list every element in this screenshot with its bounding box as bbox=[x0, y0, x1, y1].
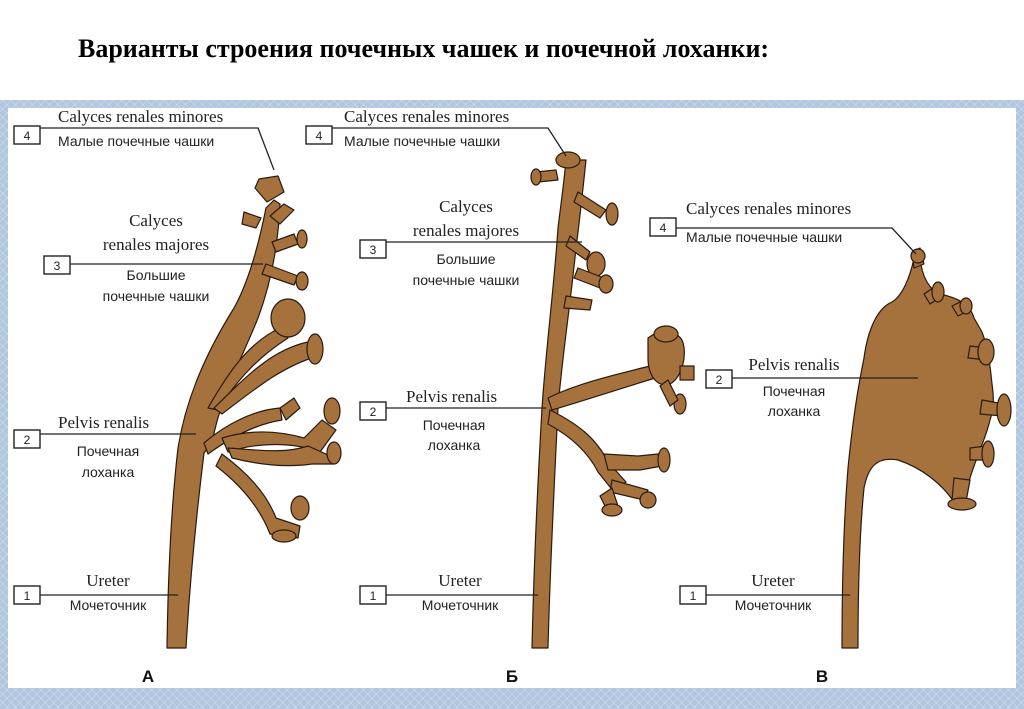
svg-text:2: 2 bbox=[24, 433, 31, 447]
label-box-c-4 bbox=[649, 217, 677, 237]
label-box-c-1 bbox=[679, 585, 707, 605]
label-a-1-latin: Ureter bbox=[86, 571, 130, 590]
leader-c-4 bbox=[676, 227, 917, 255]
label-c-2-russian-2: лоханка bbox=[768, 403, 821, 419]
label-box-a-3 bbox=[43, 255, 71, 275]
variant-a: 4 Calyces renales minores Малые почечные… bbox=[13, 107, 342, 686]
label-b-2-russian-1: Почечная bbox=[423, 417, 486, 433]
variant-b: 4 Calyces renales minores Малые почечные… bbox=[305, 107, 695, 686]
label-a-2-russian-2: лоханка bbox=[82, 464, 135, 480]
label-box-a-4 bbox=[13, 125, 41, 145]
label-box-b-3 bbox=[359, 239, 387, 259]
label-b-4-latin: Calyces renales minores bbox=[344, 108, 509, 126]
label-b-1-russian: Мочеточник bbox=[422, 597, 499, 613]
svg-text:4: 4 bbox=[316, 129, 323, 143]
svg-text:1: 1 bbox=[24, 589, 31, 603]
svg-text:3: 3 bbox=[370, 243, 377, 257]
svg-text:2: 2 bbox=[716, 373, 723, 387]
panel-letter-c: В bbox=[816, 667, 828, 686]
label-box-a-1 bbox=[13, 585, 41, 605]
variant-b-structure bbox=[530, 151, 695, 649]
label-c-1-latin: Ureter bbox=[751, 571, 795, 590]
variant-b-leaders bbox=[328, 127, 582, 596]
label-a-3-latin-1: Calyces bbox=[129, 211, 183, 230]
variant-c: 4 Calyces renales minores Малые почечные… bbox=[649, 199, 1012, 686]
label-box-a-2 bbox=[13, 429, 41, 449]
label-a-3-latin-2: renales majores bbox=[103, 235, 209, 254]
label-b-3-latin-1: Calyces bbox=[439, 197, 493, 216]
diagram-panel: 4 Calyces renales minores Малые почечные… bbox=[8, 107, 1016, 688]
label-a-2-latin: Pelvis renalis bbox=[58, 413, 149, 432]
label-c-2-russian-1: Почечная bbox=[763, 383, 826, 399]
label-c-2-latin: Pelvis renalis bbox=[748, 355, 839, 374]
label-a-1-russian: Мочеточник bbox=[70, 597, 147, 613]
svg-text:4: 4 bbox=[660, 221, 667, 235]
panel-letter-b: Б bbox=[506, 667, 518, 686]
variant-c-leaders bbox=[676, 227, 918, 596]
label-a-4-russian: Малые почечные чашки bbox=[58, 133, 214, 149]
label-b-3-russian-2: почечные чашки bbox=[413, 272, 520, 288]
label-a-4-latin: Calyces renales minores bbox=[58, 108, 223, 126]
svg-text:3: 3 bbox=[54, 259, 61, 273]
label-a-3-russian-1: Большие bbox=[127, 267, 186, 283]
label-b-1-latin: Ureter bbox=[438, 571, 482, 590]
variant-c-labels: 4 Calyces renales minores Малые почечные… bbox=[649, 199, 851, 686]
title-band: Варианты строения почечных чашек и почеч… bbox=[0, 0, 1024, 100]
panel-letter-a: А bbox=[142, 667, 154, 686]
svg-text:2: 2 bbox=[370, 405, 377, 419]
label-b-3-latin-2: renales majores bbox=[413, 221, 519, 240]
label-c-4-russian: Малые почечные чашки bbox=[686, 229, 842, 245]
variant-c-structure bbox=[841, 247, 1012, 649]
label-box-b-4 bbox=[305, 125, 333, 145]
label-a-2-russian-1: Почечная bbox=[77, 443, 140, 459]
leader-a-4 bbox=[36, 127, 275, 171]
label-b-2-russian-2: лоханка bbox=[428, 437, 481, 453]
label-box-c-2 bbox=[705, 369, 733, 389]
label-box-b-2 bbox=[359, 401, 387, 421]
label-b-2-latin: Pelvis renalis bbox=[406, 387, 497, 406]
variant-a-leaders bbox=[36, 127, 275, 596]
label-c-4-latin: Calyces renales minores bbox=[686, 199, 851, 218]
slide-title: Варианты строения почечных чашек и почеч… bbox=[78, 34, 770, 63]
variant-a-structure bbox=[166, 175, 342, 649]
variant-a-labels: 4 Calyces renales minores Малые почечные… bbox=[13, 107, 223, 686]
label-b-3-russian-1: Большие bbox=[437, 251, 496, 267]
label-box-b-1 bbox=[359, 585, 387, 605]
label-b-4-russian: Малые почечные чашки bbox=[344, 133, 500, 149]
svg-text:1: 1 bbox=[690, 589, 697, 603]
svg-text:4: 4 bbox=[24, 129, 31, 143]
variant-b-labels: 4 Calyces renales minores Малые почечные… bbox=[305, 107, 520, 686]
kidney-diagram: 4 Calyces renales minores Малые почечные… bbox=[13, 107, 1012, 686]
leader-b-4 bbox=[328, 127, 567, 157]
svg-text:1: 1 bbox=[370, 589, 377, 603]
label-c-1-russian: Мочеточник bbox=[735, 597, 812, 613]
label-a-3-russian-2: почечные чашки bbox=[103, 288, 210, 304]
